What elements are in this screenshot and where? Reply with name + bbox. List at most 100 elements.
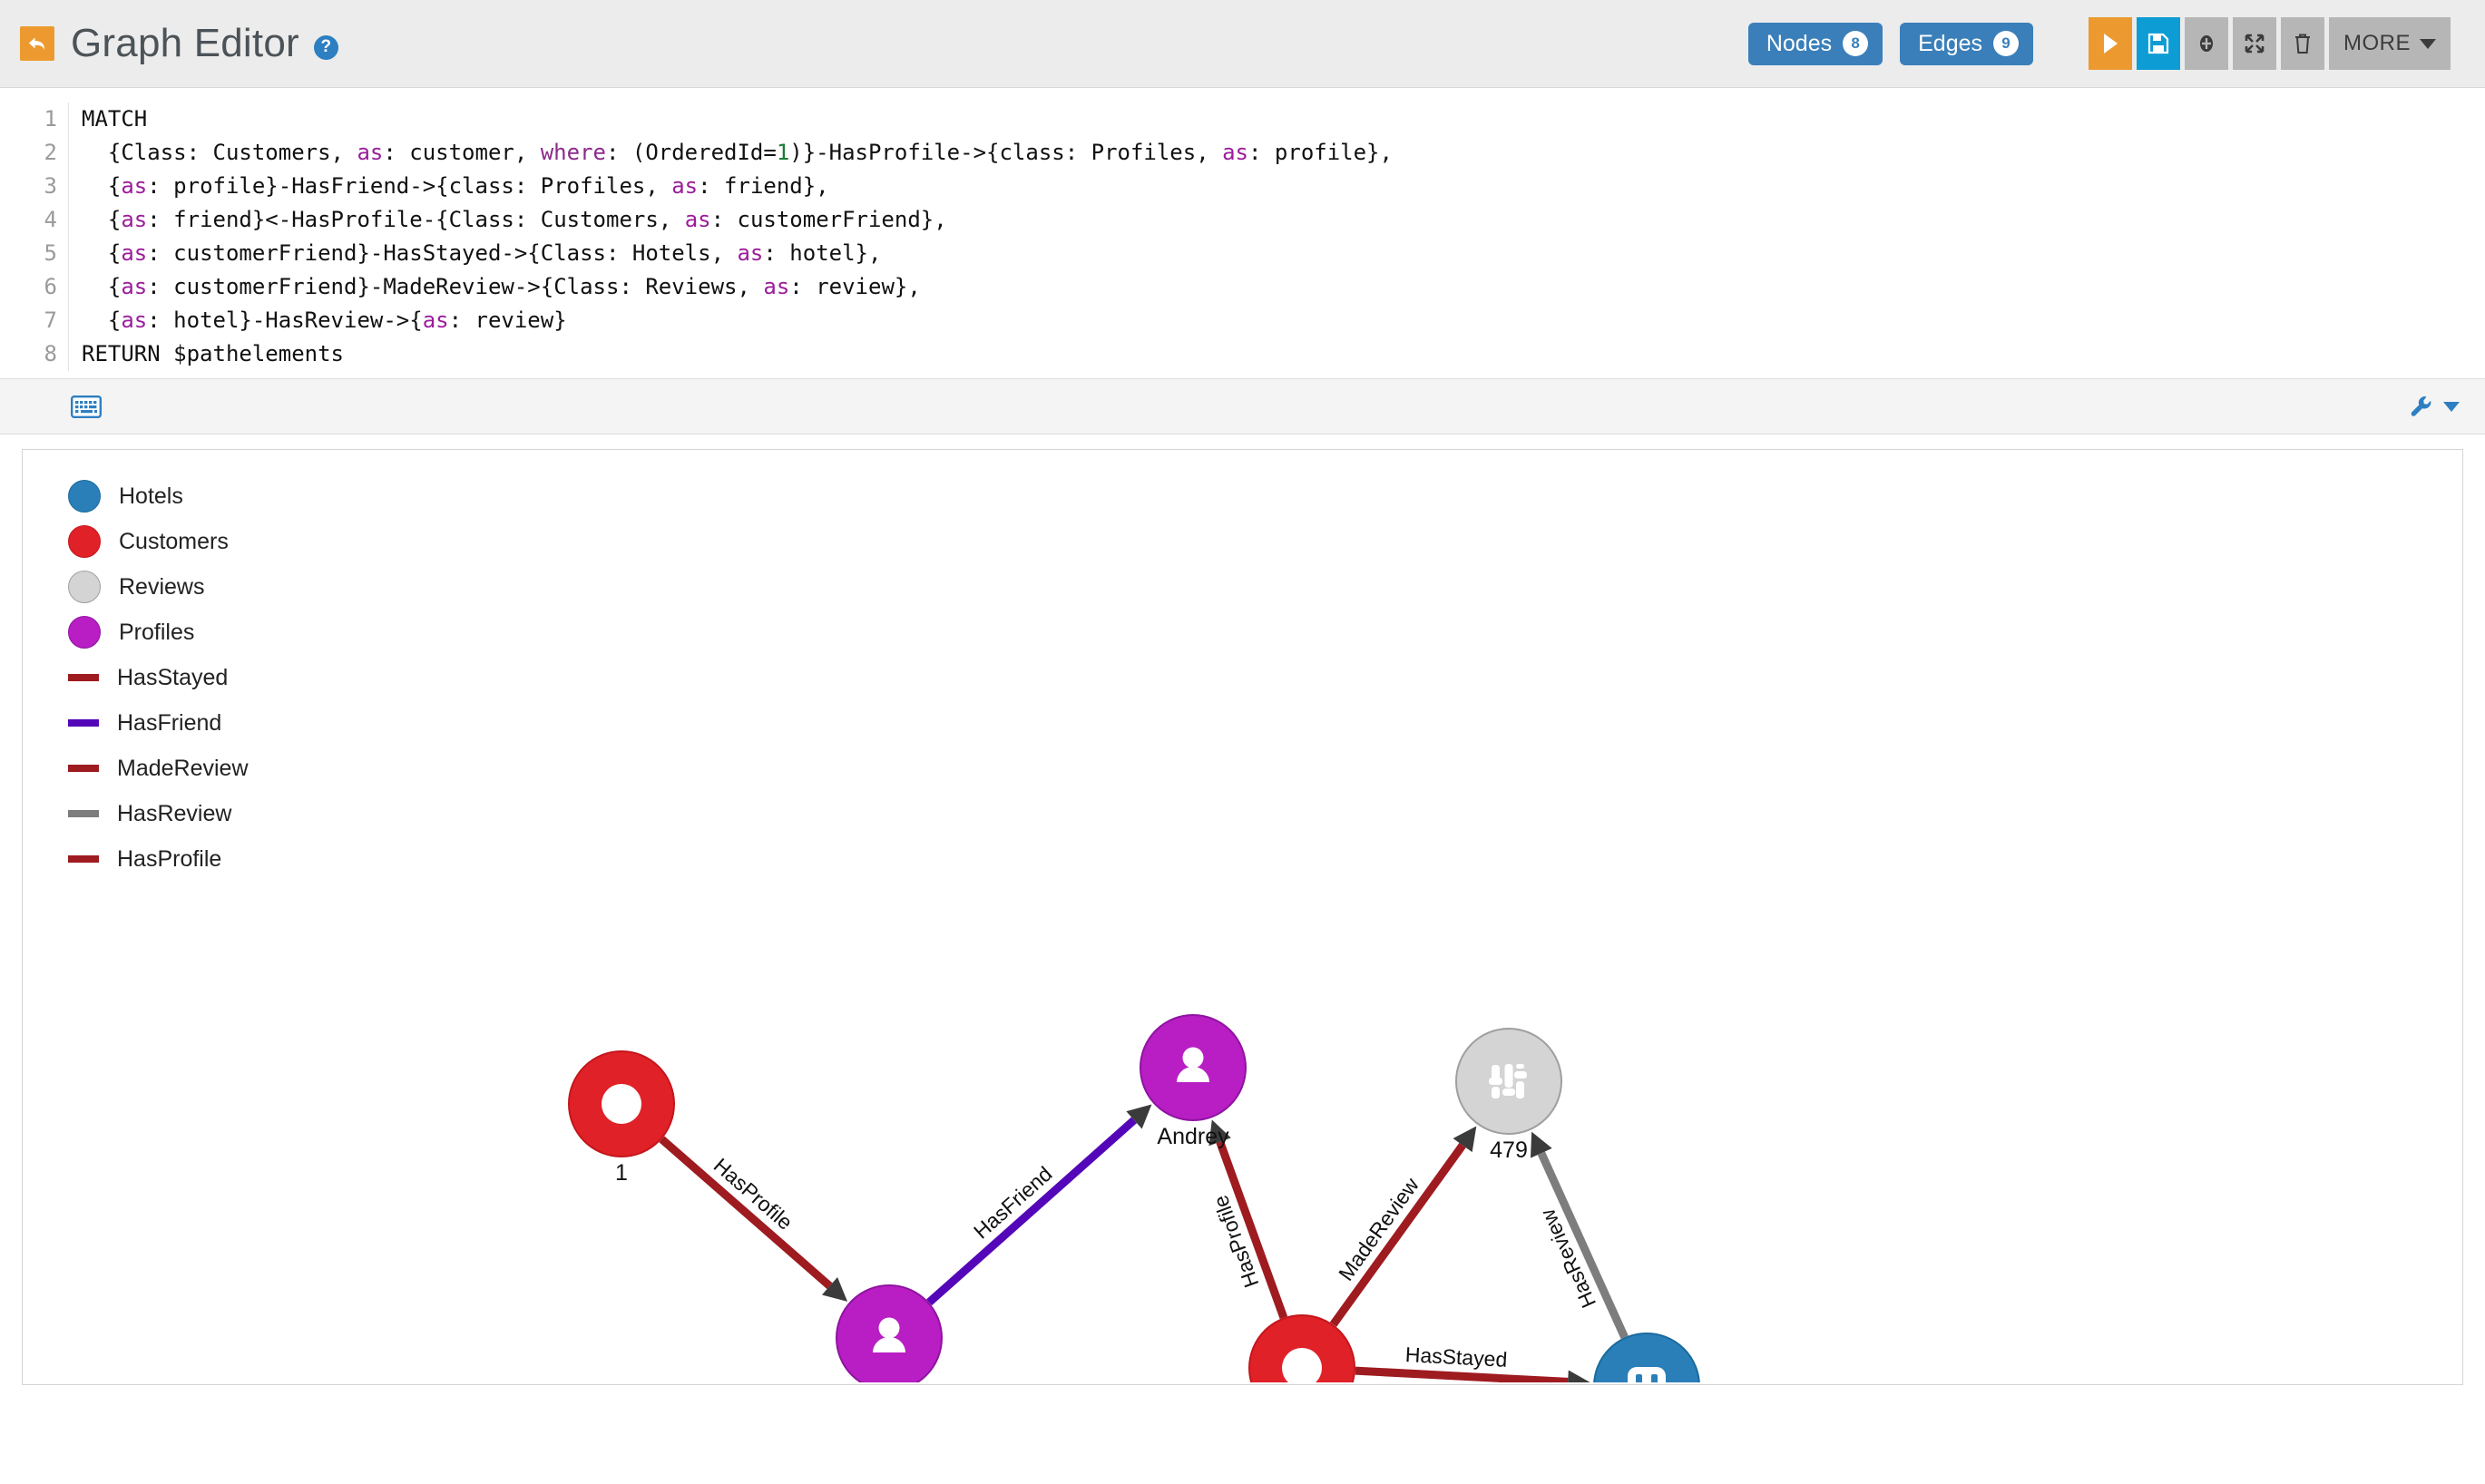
graph-edge[interactable] <box>1355 1366 1569 1382</box>
graph-edge[interactable] <box>1537 1151 1629 1340</box>
line-number: 2 <box>0 136 69 170</box>
legend-label: HasProfile <box>117 845 222 872</box>
line-number: 8 <box>0 337 69 371</box>
nodes-label: Nodes <box>1766 30 1833 56</box>
nodes-count-pill[interactable]: Nodes 8 <box>1747 22 1883 65</box>
more-button[interactable]: MORE <box>2329 17 2451 70</box>
graph-edge-arrowhead <box>821 1276 848 1302</box>
toolbar: MORE <box>2089 17 2451 70</box>
page-title: Graph Editor <box>71 21 299 65</box>
wrench-icon[interactable] <box>2409 394 2434 419</box>
delete-button[interactable] <box>2281 17 2324 70</box>
graph-node[interactable]: Hotel Bavaria <box>1579 1333 1715 1382</box>
legend-item-hasreview[interactable]: HasReview <box>68 791 249 836</box>
graph-canvas[interactable]: Hotels Customers Reviews Profiles HasSta… <box>22 449 2463 1385</box>
legend-swatch <box>68 674 99 681</box>
legend-item-madereview[interactable]: MadeReview <box>68 746 249 791</box>
edges-count-pill[interactable]: Edges 9 <box>1900 22 2033 65</box>
line-number: 7 <box>0 304 69 337</box>
legend-swatch <box>68 765 99 772</box>
expand-arrows-icon <box>2245 34 2265 54</box>
ring-icon <box>602 1084 641 1124</box>
legend-label: HasReview <box>117 800 232 826</box>
floppy-disk-icon <box>2147 33 2169 54</box>
graph-edge[interactable] <box>1216 1140 1288 1320</box>
graph-node[interactable]: 5 <box>1248 1314 1355 1382</box>
code-line: 1 MATCH <box>0 103 2485 136</box>
graph-edge[interactable] <box>1329 1142 1466 1327</box>
edges-count-badge: 9 <box>1993 31 2019 56</box>
legend-swatch <box>68 480 101 513</box>
graph-edge-arrowhead <box>1568 1370 1590 1382</box>
line-number: 5 <box>0 237 69 270</box>
run-button[interactable] <box>2089 17 2132 70</box>
add-node-button[interactable] <box>2185 17 2228 70</box>
code-line: 2 {Class: Customers, as: customer, where… <box>0 136 2485 170</box>
legend-label: Profiles <box>119 619 195 645</box>
graph-node-label: Andrey <box>1157 1124 1229 1149</box>
code-text[interactable]: {as: customerFriend}-MadeReview->{Class:… <box>82 274 921 299</box>
code-text[interactable]: {as: profile}-HasFriend->{class: Profile… <box>82 173 829 199</box>
graph-node[interactable]: Andrey <box>1140 1014 1247 1149</box>
graph-edge-arrowhead <box>1453 1126 1477 1153</box>
line-number: 3 <box>0 170 69 203</box>
graph-legend: Hotels Customers Reviews Profiles HasSta… <box>68 474 249 882</box>
expand-button[interactable] <box>2233 17 2276 70</box>
graph-edge[interactable] <box>659 1136 833 1290</box>
graph-node-label: 479 <box>1490 1137 1528 1163</box>
graph-node[interactable]: 479 <box>1455 1028 1562 1163</box>
graph-node-circle[interactable] <box>1593 1333 1700 1382</box>
graph-edges-layer <box>659 1104 1629 1382</box>
graph-edge-label: HasStayed <box>1404 1342 1508 1372</box>
query-editor[interactable]: 1 MATCH 2 {Class: Customers, as: customer… <box>0 87 2485 378</box>
keyboard-icon[interactable] <box>71 395 102 418</box>
legend-swatch <box>68 719 99 727</box>
code-text[interactable]: {as: hotel}-HasReview->{as: review} <box>82 308 567 333</box>
line-number: 4 <box>0 203 69 237</box>
graph-edge[interactable] <box>926 1117 1137 1306</box>
editor-settings-group <box>2409 394 2460 419</box>
graph-node-label: 1 <box>615 1160 628 1186</box>
legend-label: Reviews <box>119 573 205 600</box>
legend-item-hotels[interactable]: Hotels <box>68 474 249 519</box>
legend-label: Customers <box>119 528 229 554</box>
code-line: 5 {as: customerFriend}-HasStayed->{Class… <box>0 237 2485 270</box>
save-button[interactable] <box>2137 17 2180 70</box>
graph-canvas-area: Hotels Customers Reviews Profiles HasSta… <box>0 434 2485 1385</box>
back-arrow-icon[interactable] <box>20 26 54 61</box>
help-question-icon[interactable]: ? <box>313 34 338 60</box>
legend-swatch <box>68 855 99 863</box>
legend-swatch <box>68 571 101 603</box>
legend-item-reviews[interactable]: Reviews <box>68 564 249 610</box>
legend-item-hasfriend[interactable]: HasFriend <box>68 700 249 746</box>
legend-item-hasstayed[interactable]: HasStayed <box>68 655 249 700</box>
code-text[interactable]: {as: friend}<-HasProfile-{Class: Custome… <box>82 207 947 232</box>
legend-label: HasStayed <box>117 664 229 690</box>
graph-edge-arrowhead <box>1531 1131 1552 1158</box>
code-line: 7 {as: hotel}-HasReview->{as: review} <box>0 304 2485 337</box>
line-number: 1 <box>0 103 69 136</box>
nodes-count-badge: 8 <box>1843 31 1869 56</box>
code-text[interactable]: MATCH <box>82 106 148 132</box>
legend-label: MadeReview <box>117 755 249 781</box>
legend-swatch <box>68 616 101 649</box>
chevron-down-icon <box>2420 38 2436 49</box>
play-icon <box>2104 34 2118 54</box>
hotel-h-icon <box>1628 1367 1666 1382</box>
legend-item-customers[interactable]: Customers <box>68 519 249 564</box>
code-line: 4 {as: friend}<-HasProfile-{Class: Custo… <box>0 203 2485 237</box>
legend-item-profiles[interactable]: Profiles <box>68 610 249 655</box>
chevron-down-icon[interactable] <box>2443 401 2460 412</box>
legend-item-hasprofile[interactable]: HasProfile <box>68 836 249 882</box>
graph-node[interactable]: 1 <box>568 1050 675 1186</box>
code-text[interactable]: {Class: Customers, as: customer, where: … <box>82 140 1393 165</box>
line-number: 6 <box>0 270 69 304</box>
code-line: 6 {as: customerFriend}-MadeReview->{Clas… <box>0 270 2485 304</box>
legend-label: Hotels <box>119 483 183 509</box>
code-text[interactable]: {as: customerFriend}-HasStayed->{Class: … <box>82 240 882 266</box>
code-text[interactable]: RETURN $pathelements <box>82 341 344 366</box>
editor-subtoolbar <box>0 378 2485 434</box>
graph-node[interactable]: Colin <box>836 1284 943 1382</box>
legend-label: HasFriend <box>117 709 222 736</box>
